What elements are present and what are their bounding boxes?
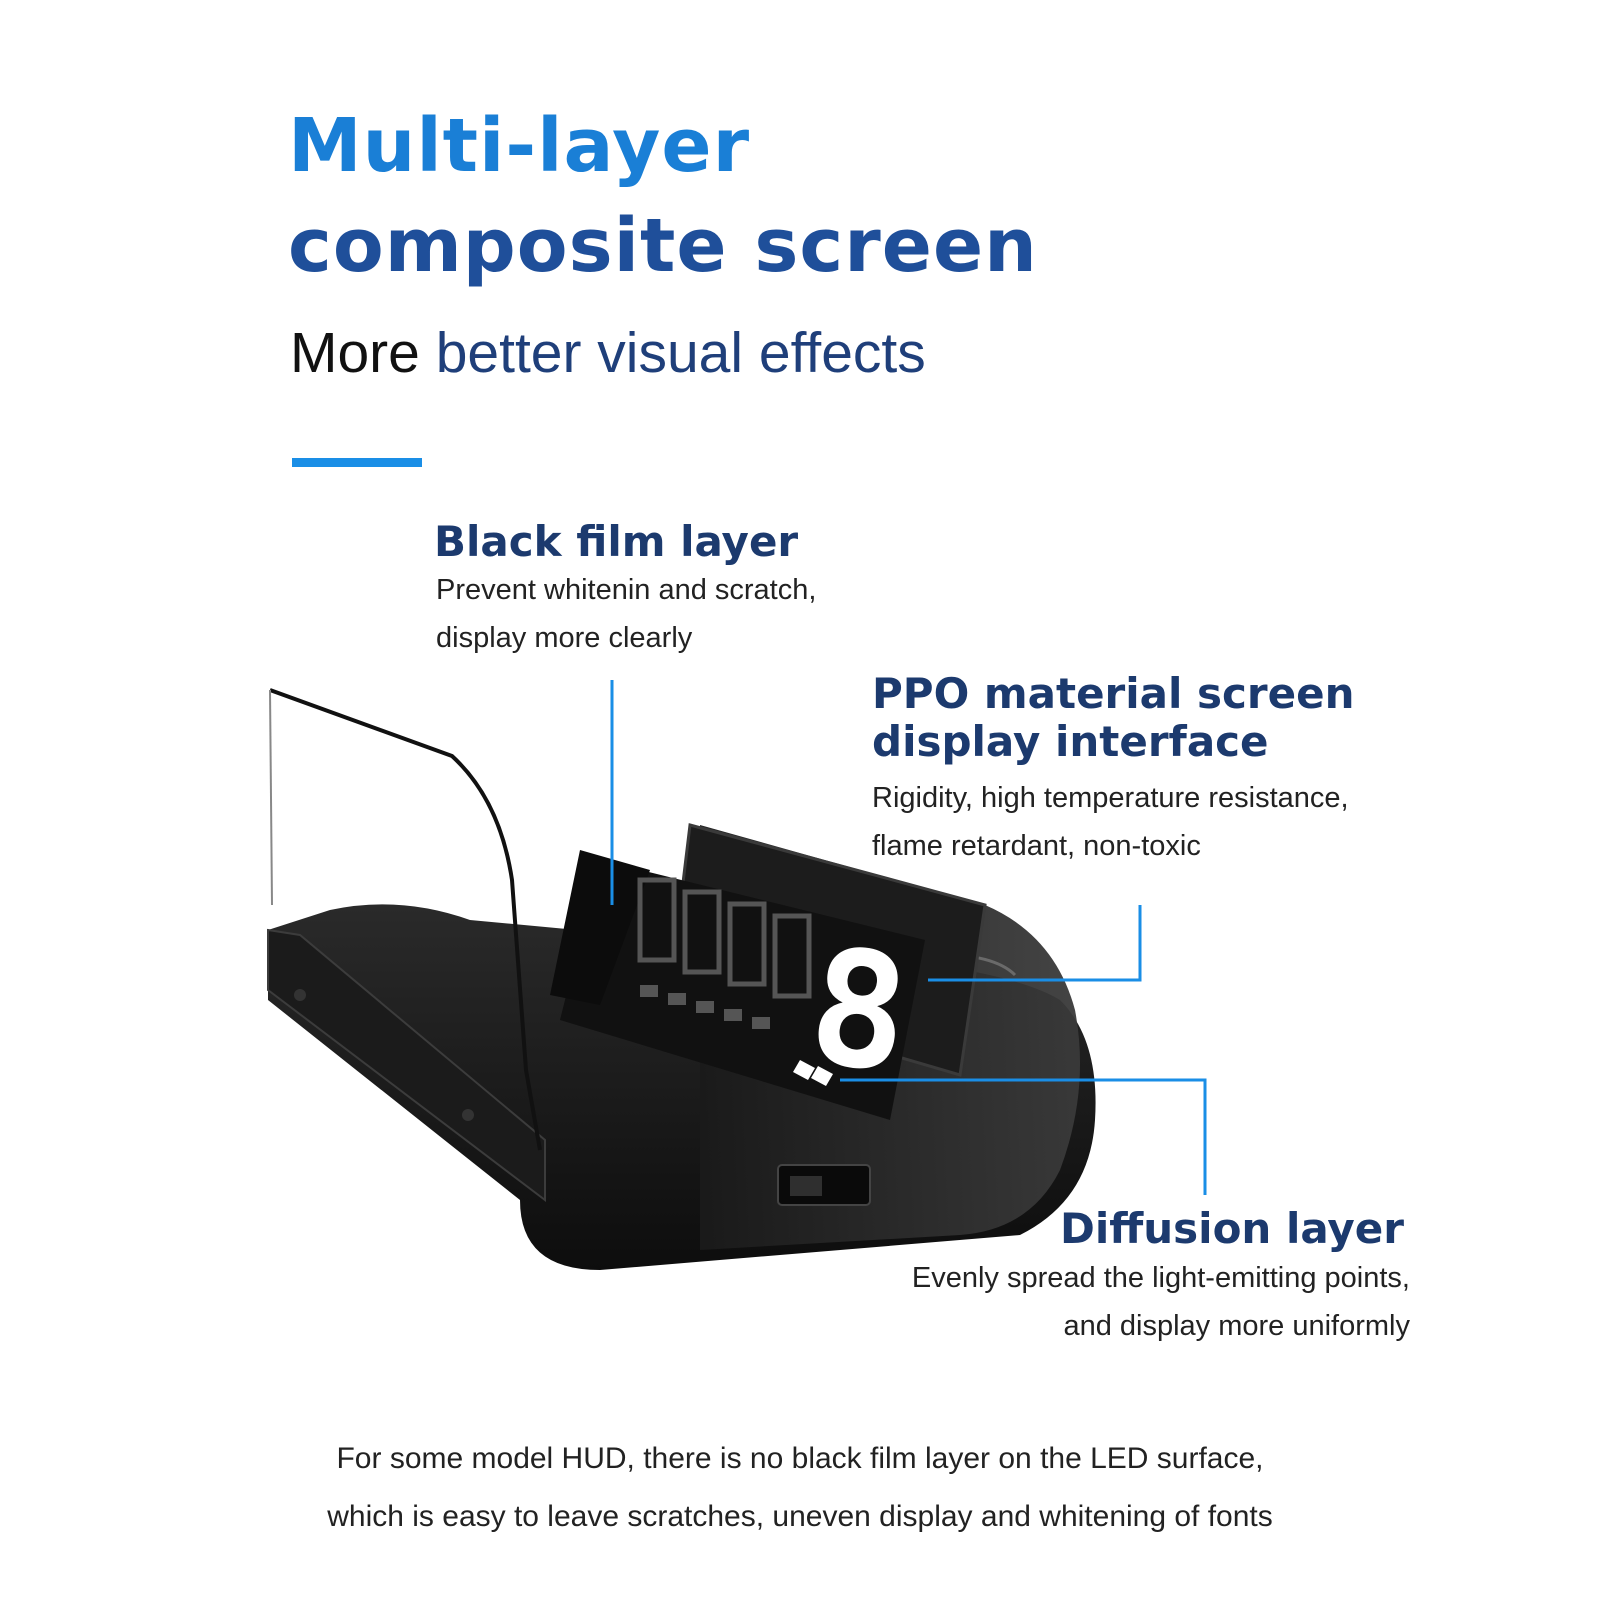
diffusion-desc-line2: and display more uniformly <box>1063 1310 1410 1342</box>
ppo-desc-line1: Rigidity, high temperature resistance, <box>872 782 1349 814</box>
reflector-glass <box>269 688 542 1151</box>
page-title-line1: Multi-layer <box>288 103 751 189</box>
diffusion-pointer <box>840 1078 1207 1195</box>
ppo-pointer <box>928 905 1142 982</box>
subtitle-part1: More <box>290 321 420 385</box>
black-film-desc-line2: display more clearly <box>436 622 693 654</box>
ppo-title-line1: PPO material screen <box>872 669 1355 718</box>
led-dim-digits <box>637 877 812 999</box>
led-dim-arrows <box>640 985 770 1029</box>
screw-hole-right <box>462 1109 474 1121</box>
subtitle-part2: better visual effects <box>435 321 926 385</box>
diffusion-desc-line1: Evenly spread the light-emitting points, <box>911 1262 1410 1294</box>
ppo-description: Rigidity, high temperature resistance, f… <box>872 774 1349 870</box>
ppo-title: PPO material screen display interface <box>872 670 1355 766</box>
hud-device-illustration: 8 <box>267 680 1207 1270</box>
device-front-rim <box>267 928 546 1203</box>
ppo-title-line2: display interface <box>872 717 1269 766</box>
footer-line1: For some model HUD, there is no black fi… <box>336 1442 1264 1475</box>
power-switch-knob <box>790 1176 822 1196</box>
screw-hole-left <box>294 989 306 1001</box>
black-film-desc-line1: Prevent whitenin and scratch, <box>436 574 817 606</box>
page-title-line2: composite screen <box>288 203 1038 289</box>
page-subtitle: More better visual effects <box>290 318 926 388</box>
page-title: Multi-layer composite screen <box>288 96 1038 296</box>
footer-note: For some model HUD, there is no black fi… <box>0 1430 1600 1546</box>
diffusion-description: Evenly spread the light-emitting points,… <box>912 1254 1410 1350</box>
footer-line2: which is easy to leave scratches, uneven… <box>327 1500 1273 1533</box>
accent-divider <box>292 458 422 467</box>
ppo-desc-line2: flame retardant, non-toxic <box>872 830 1201 862</box>
reflector-glass-left-edge <box>269 689 273 906</box>
black-film-layer <box>550 850 650 1005</box>
led-bright-arrows <box>793 1060 833 1086</box>
diffusion-title: Diffusion layer <box>1060 1204 1404 1253</box>
black-film-description: Prevent whitenin and scratch, display mo… <box>436 566 816 662</box>
black-film-title: Black film layer <box>434 517 799 566</box>
diffusion-layer <box>560 860 925 1120</box>
